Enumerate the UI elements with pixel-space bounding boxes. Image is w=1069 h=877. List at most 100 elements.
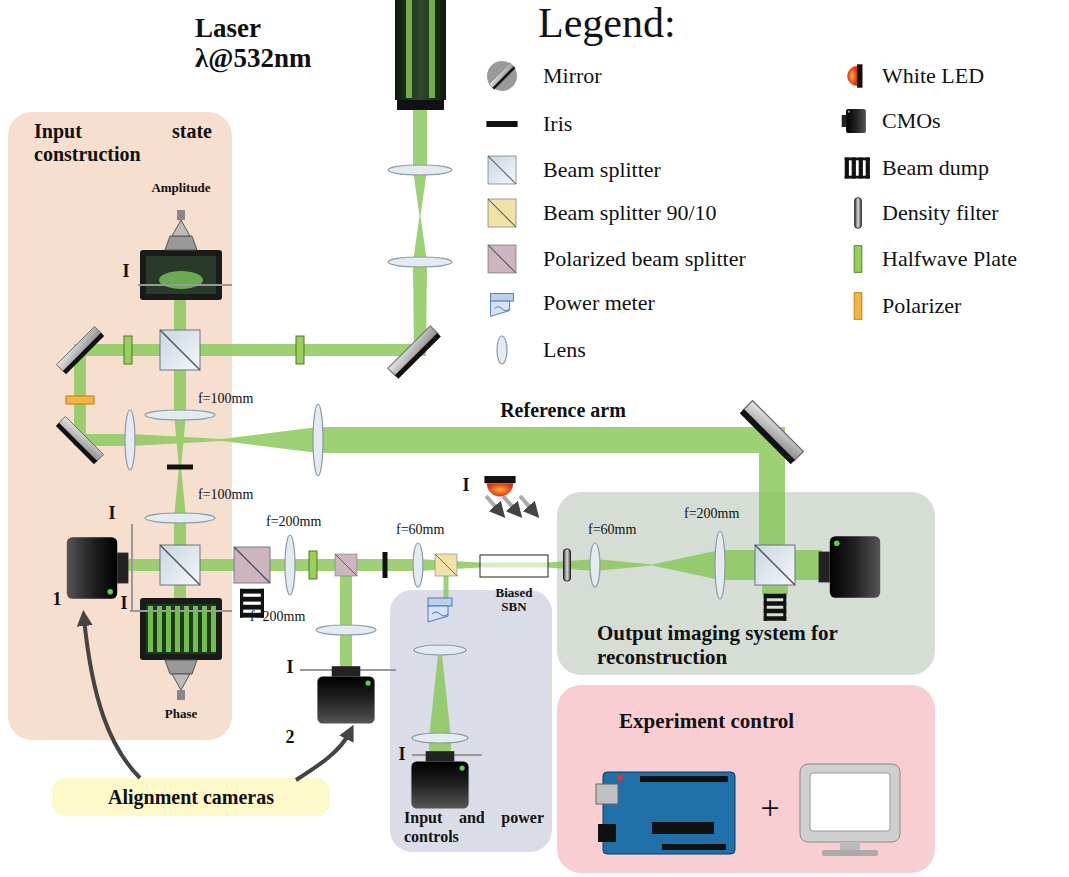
focal-length: f=200mm (250, 609, 305, 624)
panel-title: Input state construction (34, 120, 212, 166)
mirror-symbol (388, 326, 441, 379)
legend-text: White LED (882, 64, 984, 88)
iris-symbol (383, 552, 388, 578)
focal-length: f=200mm (684, 506, 739, 521)
mirror-symbol (56, 326, 104, 374)
focal-length: f=100mm (198, 487, 253, 502)
lens-symbol (125, 410, 135, 470)
image-plane-line (131, 524, 133, 612)
hwp-symbol (296, 336, 304, 364)
setup (56, 0, 900, 856)
lens-symbol (388, 165, 452, 175)
legend-text: Halfwave Plate (882, 247, 1017, 271)
callout-number: 2 (286, 728, 295, 748)
panel-title: Output imaging system for reconstruction (597, 621, 867, 669)
phase-slm (140, 598, 222, 700)
pbs-symbol (335, 554, 357, 576)
cam-symbol (842, 109, 866, 133)
pointer-arrow (296, 732, 350, 780)
legend-text: Beam splitter (543, 158, 661, 182)
bs-symbol (755, 545, 795, 585)
image-plane-mark: I (398, 745, 405, 765)
legend-text: CMOs (882, 109, 941, 133)
pbs-symbol (488, 245, 516, 273)
dump-symbol (845, 158, 870, 179)
legend-text: Polarized beam splitter (543, 247, 746, 271)
legend-text: Mirror (543, 64, 602, 88)
lens-symbol (145, 410, 215, 420)
input-power-panel: Input and power controls (390, 590, 552, 852)
legend-text: Polarizer (882, 294, 961, 318)
laser-beam (74, 110, 822, 758)
image-plane-mark: I (462, 476, 469, 496)
plus-sign: + (760, 789, 779, 826)
lens-symbol (412, 733, 468, 743)
lens-symbol (313, 404, 323, 476)
pol-symbol (66, 396, 94, 404)
legend-symbols (486, 61, 870, 364)
image-plane-line (130, 610, 232, 612)
mirror-symbol (489, 63, 516, 90)
pm-symbol (491, 294, 514, 317)
callout-number: 1 (53, 590, 62, 610)
laser-body (395, 0, 446, 100)
panel-title: Experiment control (619, 709, 794, 733)
image-plane-mark: I (108, 504, 115, 524)
pbs-symbol (234, 547, 270, 583)
hwp-symbol (854, 246, 862, 273)
focal-length: f=200mm (266, 514, 321, 529)
arm-label: Reference arm (500, 399, 626, 421)
light-arrow (520, 496, 534, 512)
focal-length: f=60mm (588, 522, 636, 537)
led-symbol (484, 476, 515, 496)
bs-symbol (488, 156, 516, 184)
panel-title: Alignment cameras (108, 786, 274, 809)
sbn-crystal (480, 555, 548, 577)
lens-symbol (145, 513, 215, 523)
image-plane-mark: I (286, 658, 293, 678)
nd-symbol (564, 549, 571, 581)
lens-symbol (285, 535, 295, 595)
computer-icon (800, 764, 900, 856)
pm-symbol (428, 598, 452, 622)
slm-label: Amplitude (151, 181, 210, 195)
legend-text: Density filter (882, 201, 999, 225)
image-plane-mark: I (122, 262, 129, 282)
iris-symbol (167, 465, 193, 470)
bs9-symbol (488, 199, 516, 227)
lens-symbol (316, 625, 376, 635)
image-plane-mark: I (120, 594, 127, 614)
lens-symbol (715, 531, 725, 599)
lens-symbol (413, 543, 423, 587)
light-arrow (486, 496, 500, 512)
led-symbol (847, 64, 862, 87)
legend-text: Iris (543, 112, 572, 136)
amplitude-slm (140, 210, 222, 300)
legend-text: Beam dump (882, 156, 989, 180)
pol-symbol (854, 293, 862, 320)
legend-text: Beam splitter 90/10 (543, 201, 717, 225)
crystal-label: Biased SBN (483, 586, 545, 615)
legend-text: Power meter (543, 291, 655, 315)
hwp-symbol (124, 336, 132, 364)
cam-symbol (819, 536, 881, 598)
bs-symbol (160, 545, 200, 585)
light-arrow (503, 496, 517, 512)
lens-symbol (388, 257, 452, 267)
cam-symbol (67, 537, 129, 599)
bs9-symbol (435, 554, 457, 576)
cam-symbol (411, 751, 468, 808)
dump-symbol (764, 594, 787, 621)
legend-text: Lens (543, 338, 586, 362)
panel-title: Input and power controls (404, 809, 544, 846)
cam-symbol (317, 666, 374, 723)
image-plane-line (138, 284, 232, 286)
iris-symbol (486, 121, 517, 127)
laser-label: Laser λ@532nm (195, 14, 360, 73)
focal-length: f=60mm (396, 522, 444, 537)
lens-symbol (414, 645, 466, 655)
arduino-icon (596, 772, 735, 854)
nd-symbol (855, 198, 862, 228)
mirror-symbol (740, 401, 804, 465)
